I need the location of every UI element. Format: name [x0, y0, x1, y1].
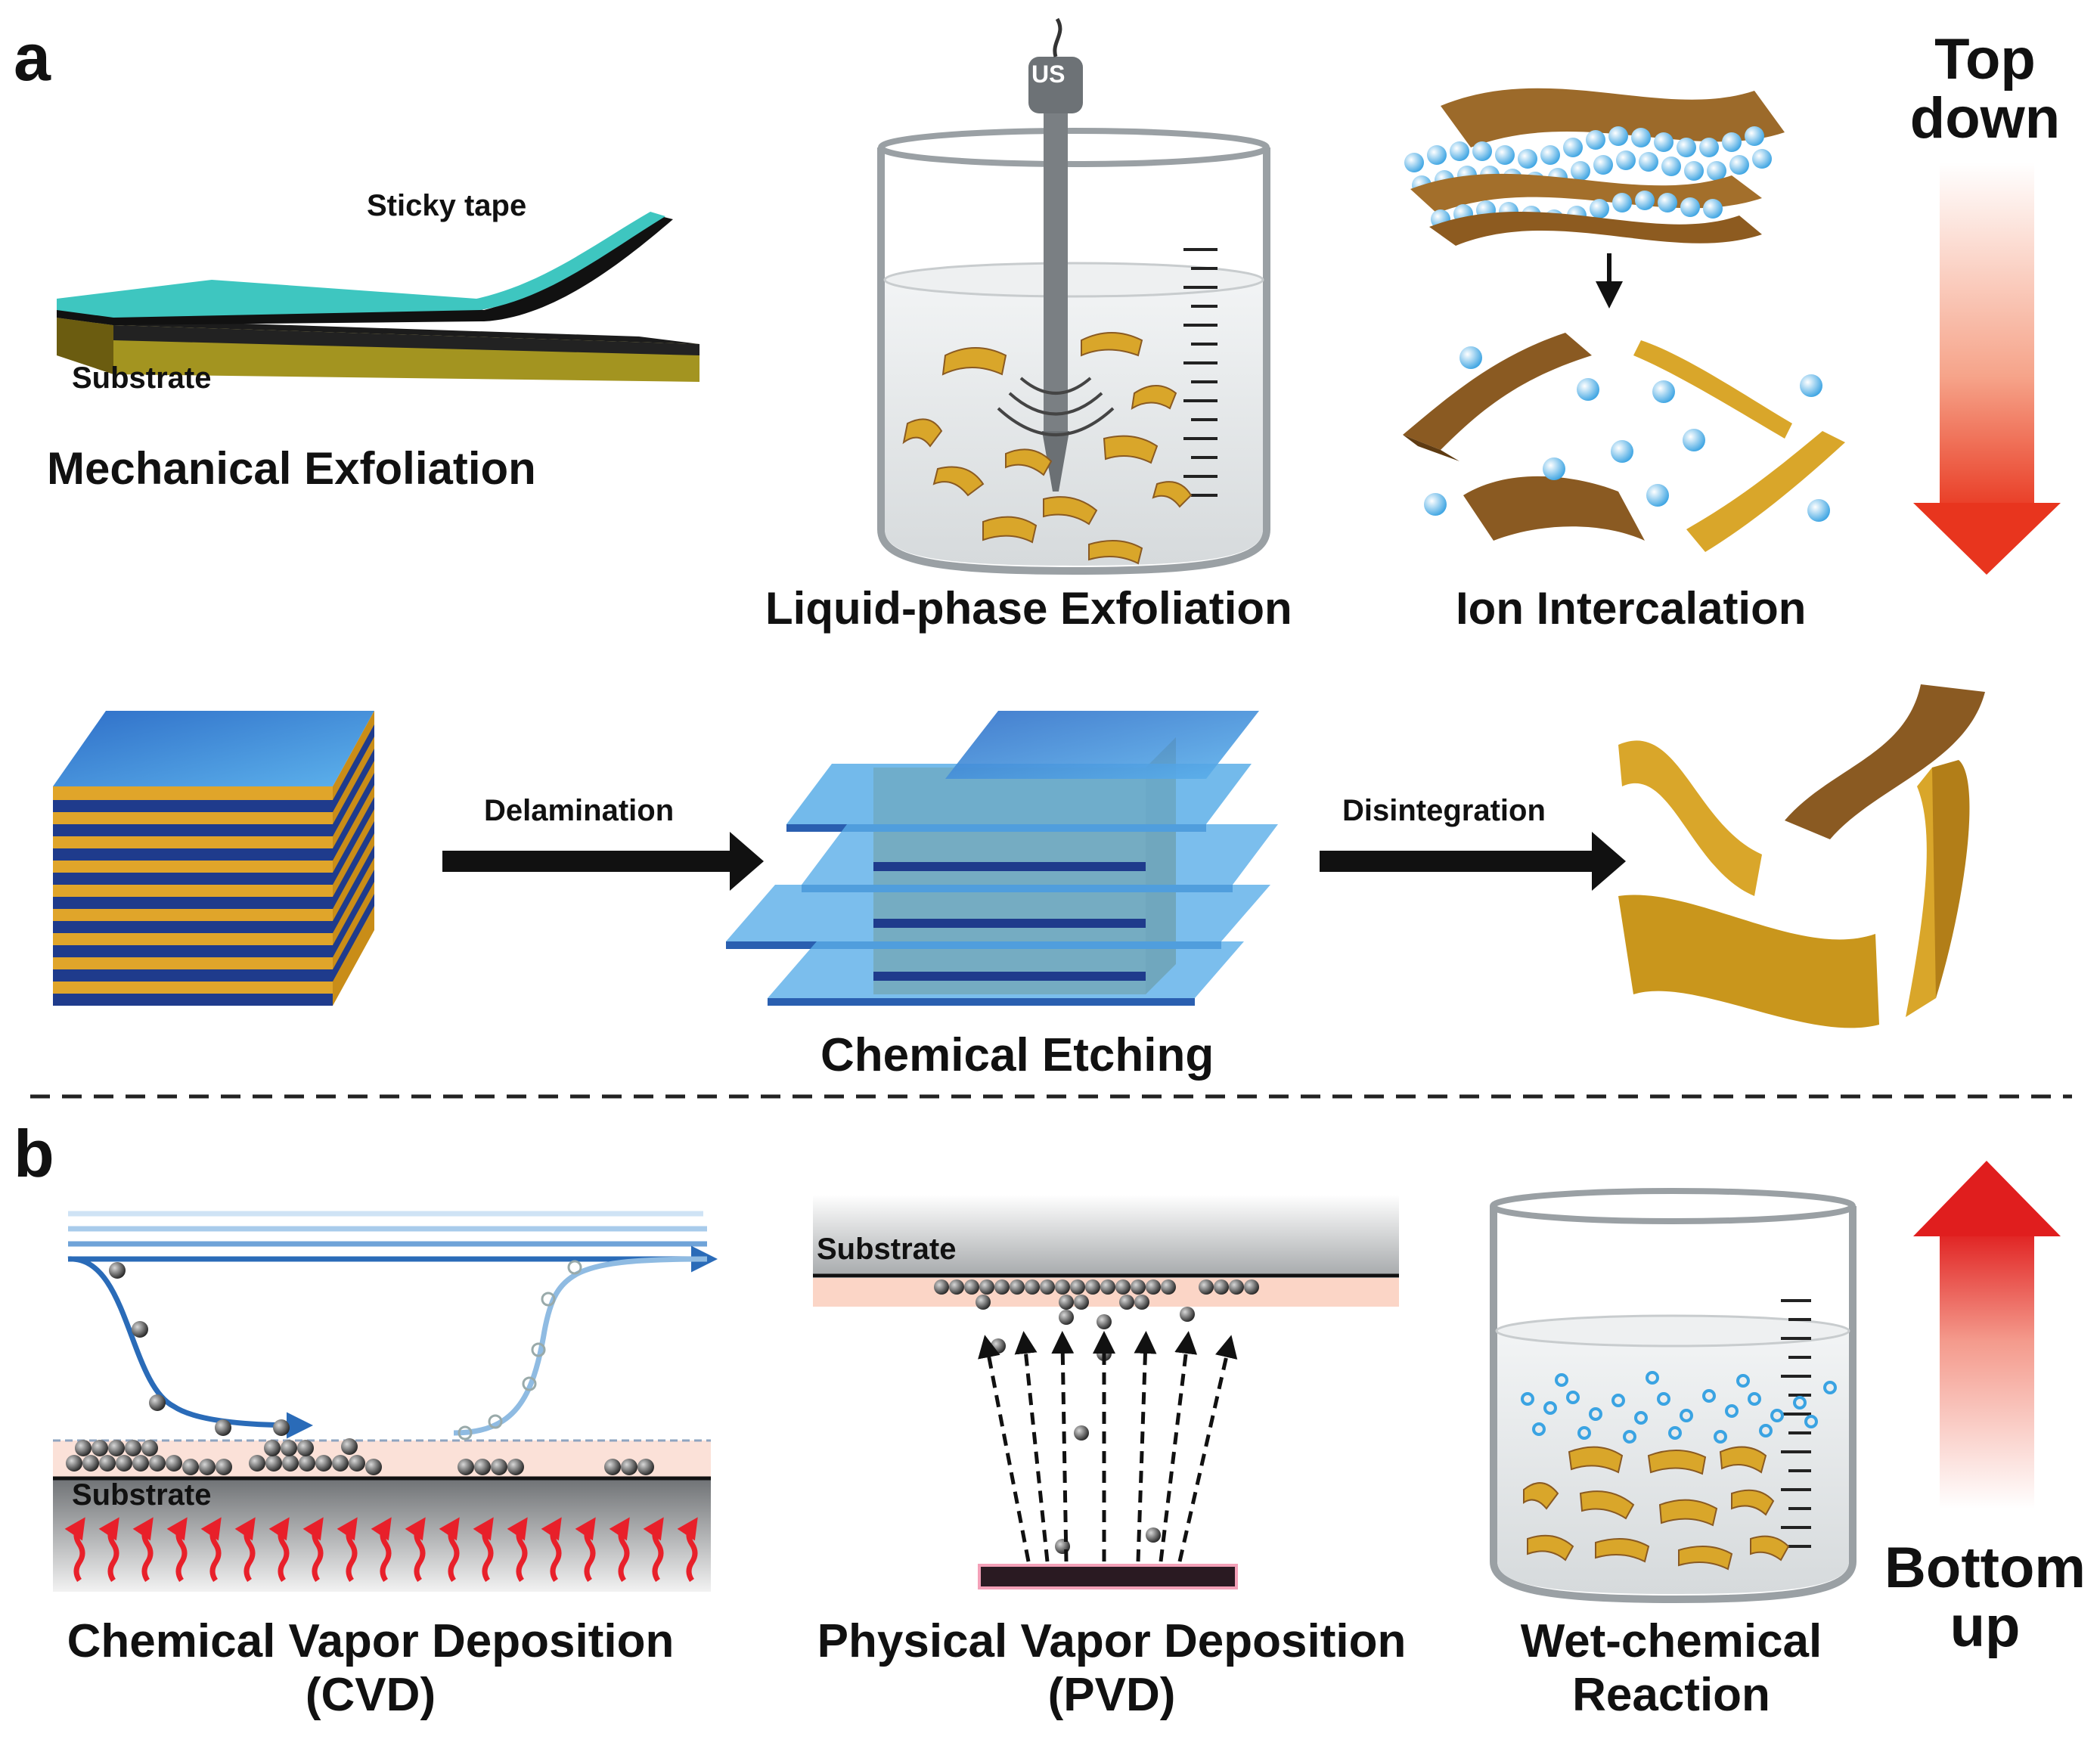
liquid-phase-beaker — [877, 17, 1270, 575]
disintegration-arrow — [1320, 832, 1626, 891]
pvd-title-line2: (PVD) — [1047, 1669, 1176, 1721]
top-down-line2: down — [1909, 86, 2061, 150]
substrate-label-pvd: Substrate — [817, 1233, 957, 1266]
top-down-arrow — [1913, 163, 2061, 575]
cvd-illustration — [53, 1211, 718, 1592]
liquid-phase-exfoliation-title: Liquid-phase Exfoliation — [765, 583, 1292, 634]
ion-intercalation-illustration — [1403, 88, 1845, 552]
exfoliated-nanosheets — [1618, 684, 1985, 1028]
chemical-etching-stack — [726, 711, 1278, 1006]
ultrasound-probe-label: US — [1031, 60, 1066, 88]
cvd-title-line1: Chemical Vapor Deposition — [67, 1615, 675, 1667]
substrate-label-cvd: Substrate — [72, 1478, 212, 1512]
pvd-illustration — [813, 1195, 1399, 1589]
pvd-title-line1: Physical Vapor Deposition — [817, 1615, 1407, 1667]
panel-a-letter: a — [14, 20, 51, 95]
mechanical-exfoliation-title: Mechanical Exfoliation — [47, 443, 536, 494]
bottom-up-line2: up — [1950, 1595, 2021, 1659]
wet-chemical-title: Wet-chemical Reaction — [1482, 1614, 1860, 1722]
bottom-up-label: Bottom up — [1872, 1539, 2098, 1657]
pvd-title: Physical Vapor Deposition (PVD) — [764, 1614, 1459, 1722]
chemical-etching-title: Chemical Etching — [820, 1029, 1214, 1081]
disintegration-label: Disintegration — [1342, 794, 1546, 827]
bottom-up-arrow — [1913, 1161, 2061, 1509]
bottom-up-line1: Bottom — [1884, 1536, 2086, 1600]
top-down-line1: Top — [1934, 27, 2036, 91]
layered-crystal-cube — [53, 711, 374, 1006]
cvd-title-line2: (CVD) — [305, 1669, 436, 1721]
top-down-label: Top down — [1909, 30, 2061, 148]
wet-chemical-line1: Wet-chemical — [1520, 1615, 1822, 1667]
delamination-label: Delamination — [484, 794, 675, 827]
cvd-title: Chemical Vapor Deposition (CVD) — [23, 1614, 718, 1722]
ion-intercalation-title: Ion Intercalation — [1456, 583, 1807, 634]
wet-chemical-beaker — [1490, 1188, 1856, 1604]
mechanical-exfoliation-illustration — [57, 212, 699, 382]
panel-b-letter: b — [14, 1116, 54, 1191]
wet-chemical-line2: Reaction — [1572, 1669, 1770, 1721]
substrate-label-mechanical: Substrate — [72, 361, 212, 395]
sticky-tape-label: Sticky tape — [367, 189, 527, 222]
delamination-arrow — [442, 832, 764, 891]
